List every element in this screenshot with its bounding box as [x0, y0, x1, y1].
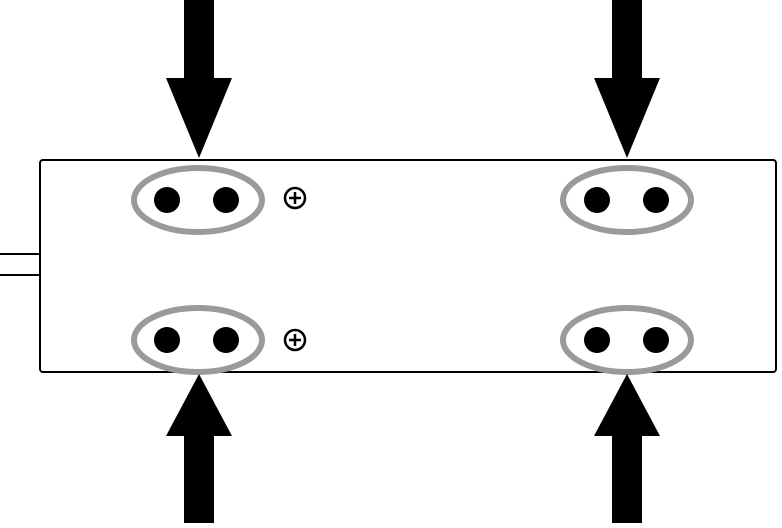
socket-top-left	[131, 165, 265, 235]
socket-pin	[154, 327, 180, 353]
arrow-up-icon	[594, 374, 660, 523]
socket-pin	[584, 327, 610, 353]
socket-top-right	[560, 165, 694, 235]
socket-pin	[154, 187, 180, 213]
socket-pin	[643, 327, 669, 353]
socket-ring	[560, 305, 694, 375]
socket-bottom-left	[131, 305, 265, 375]
plug-prongs-icon	[0, 253, 40, 276]
power-strip-body	[39, 159, 777, 373]
plus-circle-icon	[283, 328, 307, 352]
arrow-up-icon	[166, 374, 232, 523]
socket-ring	[560, 165, 694, 235]
socket-pin	[213, 327, 239, 353]
socket-pin	[584, 187, 610, 213]
socket-pin	[213, 187, 239, 213]
plus-circle-icon	[283, 186, 307, 210]
socket-ring	[131, 165, 265, 235]
arrow-down-icon	[166, 0, 232, 158]
arrow-down-icon	[594, 0, 660, 158]
socket-pin	[643, 187, 669, 213]
socket-ring	[131, 305, 265, 375]
caption-text	[60, 0, 760, 5]
socket-bottom-right	[560, 305, 694, 375]
